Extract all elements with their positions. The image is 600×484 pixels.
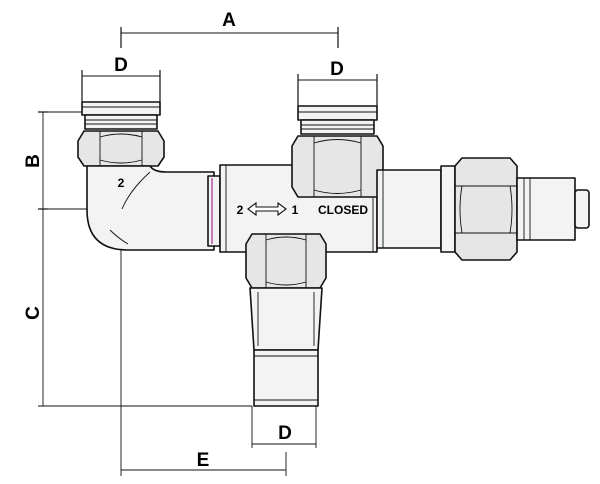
right-spigot bbox=[516, 177, 590, 241]
left-threaded-cap bbox=[81, 101, 161, 130]
flow-from-label: 2 bbox=[237, 203, 244, 217]
dimension-d-bottom: D bbox=[251, 406, 317, 448]
dimension-d-right-label: D bbox=[330, 59, 344, 80]
flow-direction-marking: 2 1 CLOSED bbox=[237, 201, 368, 217]
dimension-a: A bbox=[120, 10, 339, 48]
dimension-c-label: C bbox=[23, 306, 44, 320]
bottom-outlet bbox=[249, 287, 323, 407]
double-arrow-icon bbox=[247, 201, 287, 217]
right-tube bbox=[376, 165, 456, 253]
dimension-e-label: E bbox=[197, 450, 210, 471]
coupling-left bbox=[207, 175, 221, 247]
top-threaded-cap bbox=[297, 105, 378, 135]
elbow-body: 2 bbox=[86, 165, 215, 251]
dimension-b-label: B bbox=[23, 154, 44, 168]
elbow-port-label: 2 bbox=[118, 176, 125, 190]
dimension-d-right: D bbox=[297, 59, 378, 106]
bottom-hex-nut bbox=[245, 233, 327, 289]
dimension-d-left: D bbox=[81, 55, 161, 102]
state-label: CLOSED bbox=[318, 203, 368, 217]
flow-to-label: 1 bbox=[292, 203, 299, 217]
dimension-d-left-label: D bbox=[114, 55, 128, 76]
dimension-e: E bbox=[120, 209, 287, 476]
top-hex-nut bbox=[291, 135, 384, 198]
right-hex-nut bbox=[454, 157, 518, 261]
dimension-d-bottom-label: D bbox=[278, 423, 292, 444]
dimension-c: C bbox=[23, 208, 252, 407]
dimension-a-label: A bbox=[222, 10, 236, 31]
left-hex-nut bbox=[77, 130, 165, 167]
